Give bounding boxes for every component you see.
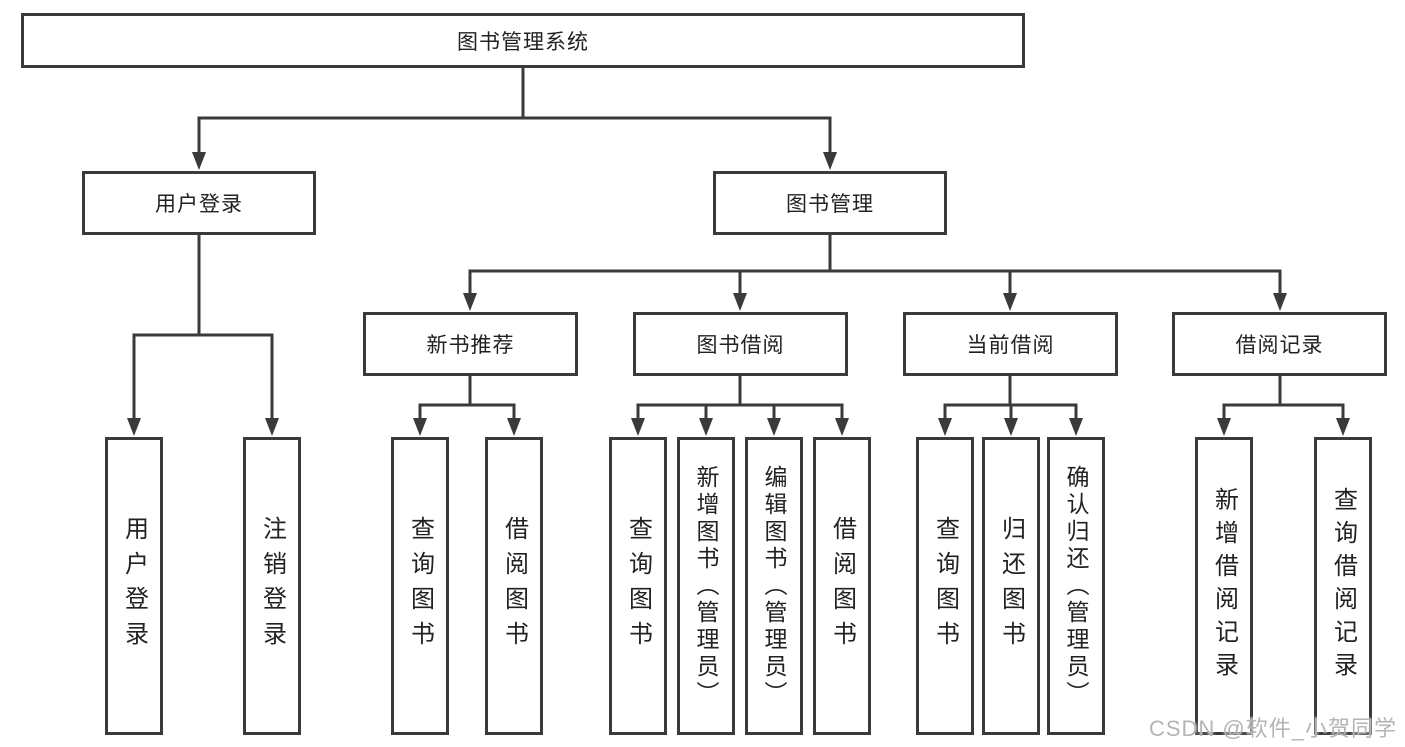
- leaf-query-book-current: 查询图书: [916, 437, 974, 735]
- leaf-query-book-recommend-label: 查询图书: [406, 516, 434, 656]
- node-current-borrow: 当前借阅: [903, 312, 1118, 376]
- leaf-user-login: 用户登录: [105, 437, 163, 735]
- node-borrow-records: 借阅记录: [1172, 312, 1387, 376]
- leaf-query-book-borrow: 查询图书: [609, 437, 667, 735]
- leaf-add-book-admin: 新增图书（管理员）: [677, 437, 735, 735]
- leaf-add-book-admin-label: 新增图书（管理员）: [693, 464, 719, 708]
- leaf-logout-label: 注销登录: [258, 516, 286, 656]
- leaf-query-book-current-label: 查询图书: [931, 516, 959, 656]
- leaf-confirm-return-admin: 确认归还（管理员）: [1047, 437, 1105, 735]
- leaf-query-book-recommend: 查询图书: [391, 437, 449, 735]
- leaf-return-book-label: 归还图书: [997, 516, 1025, 656]
- node-user-login: 用户登录: [82, 171, 316, 235]
- node-book-borrow: 图书借阅: [633, 312, 848, 376]
- leaf-logout: 注销登录: [243, 437, 301, 735]
- leaf-borrow-book-label: 借阅图书: [828, 516, 856, 656]
- leaf-borrow-book: 借阅图书: [813, 437, 871, 735]
- leaf-borrow-book-recommend-label: 借阅图书: [500, 516, 528, 656]
- node-new-book-recommend: 新书推荐: [363, 312, 578, 376]
- node-book-management: 图书管理: [713, 171, 947, 235]
- leaf-user-login-label: 用户登录: [120, 516, 148, 656]
- leaf-add-borrow-record-label: 新增借阅记录: [1210, 487, 1238, 685]
- csdn-watermark: CSDN @软件_小贺同学: [1148, 716, 1397, 741]
- leaf-query-book-borrow-label: 查询图书: [624, 516, 652, 656]
- leaf-borrow-book-recommend: 借阅图书: [485, 437, 543, 735]
- leaf-confirm-return-admin-label: 确认归还（管理员）: [1063, 464, 1089, 708]
- node-library-system: 图书管理系统: [21, 13, 1025, 68]
- leaf-return-book: 归还图书: [982, 437, 1040, 735]
- arrowheads: [127, 152, 1350, 436]
- leaf-query-borrow-record-label: 查询借阅记录: [1329, 487, 1357, 685]
- leaf-edit-book-admin-label: 编辑图书（管理员）: [761, 464, 787, 708]
- leaf-edit-book-admin: 编辑图书（管理员）: [745, 437, 803, 735]
- leaf-add-borrow-record: 新增借阅记录: [1195, 437, 1253, 735]
- leaf-query-borrow-record: 查询借阅记录: [1314, 437, 1372, 735]
